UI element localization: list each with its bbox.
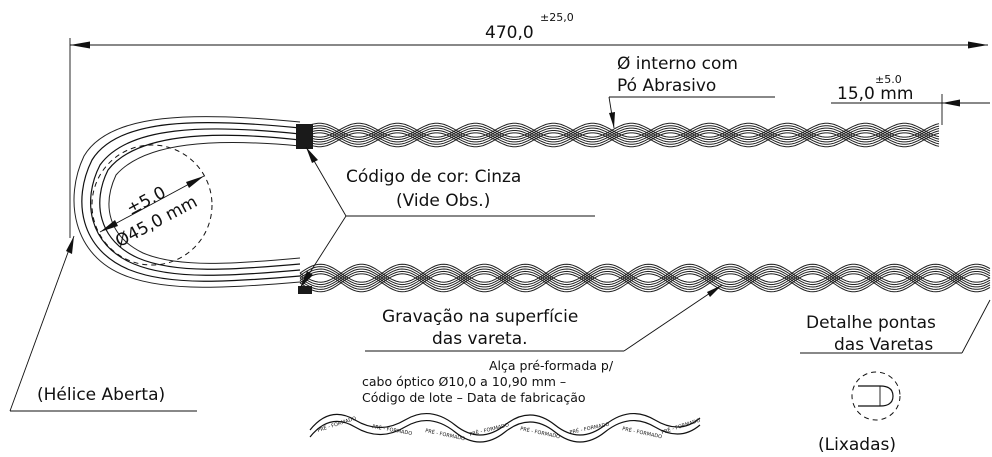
tip-detail-label-1: Detalhe pontas xyxy=(806,313,936,333)
rod-marking-7: PRÉ - FORMADO xyxy=(622,424,663,440)
open-helix-label: (Hélice Aberta) xyxy=(37,385,165,405)
sanded-label: (Lixadas) xyxy=(818,435,896,455)
end-length-tolerance: ±5.0 xyxy=(875,73,902,86)
color-code-band-lower xyxy=(298,286,312,294)
upper-rod xyxy=(299,122,940,148)
color-code-callout: Código de cor: Cinza (Vide Obs.) xyxy=(299,146,595,289)
overall-length-tolerance: ±25,0 xyxy=(540,11,574,24)
overall-length-dimension: 470,0 ±25,0 xyxy=(69,11,988,238)
engraving-text-line-1: Alça pré-formada p/ xyxy=(489,358,614,373)
engraving-text-line-3: Código de lote – Data de fabricação xyxy=(362,390,586,405)
engraving-label-1: Gravação na superfície xyxy=(382,307,578,327)
engraving-text-line-2: cabo óptico Ø10,0 a 10,90 mm – xyxy=(362,374,566,389)
end-length-dimension: 15,0 mm ±5.0 xyxy=(831,73,990,125)
open-helix-callout: (Hélice Aberta) xyxy=(9,235,197,412)
color-code-label-1: Código de cor: Cinza xyxy=(346,167,521,187)
overall-length-value: 470,0 xyxy=(485,23,534,43)
rod-marking-4: PRÉ - FORMADO xyxy=(469,420,510,438)
internal-diameter-callout: Ø interno com Pó Abrasivo xyxy=(608,54,775,129)
rod-marking-1: PRÉ - FORMADO xyxy=(316,414,357,434)
internal-diameter-label-2: Pó Abrasivo xyxy=(617,76,716,96)
engraving-callout: Gravação na superfície das vareta. xyxy=(365,284,723,352)
color-code-band xyxy=(296,124,313,149)
tip-detail-view: (Lixadas) xyxy=(818,371,901,455)
tip-detail-label-2: das Varetas xyxy=(834,335,933,355)
color-code-label-2: (Vide Obs.) xyxy=(396,191,490,211)
engraving-label-2: das vareta. xyxy=(432,329,528,349)
engraving-text-block: Alça pré-formada p/ cabo óptico Ø10,0 a … xyxy=(362,358,614,405)
engraved-rod-sample: PRÉ - FORMADO PRÉ - FORMADO PRÉ - FORMAD… xyxy=(309,413,701,443)
end-length-value: 15,0 mm xyxy=(837,84,913,104)
internal-diameter-label-1: Ø interno com xyxy=(617,54,738,74)
lower-rod xyxy=(299,263,991,293)
helical-rods xyxy=(299,122,991,293)
loop-eye: Ø45,0 mm ±5.0 xyxy=(73,116,301,288)
tip-detail-callout: Detalhe pontas das Varetas xyxy=(800,299,991,355)
